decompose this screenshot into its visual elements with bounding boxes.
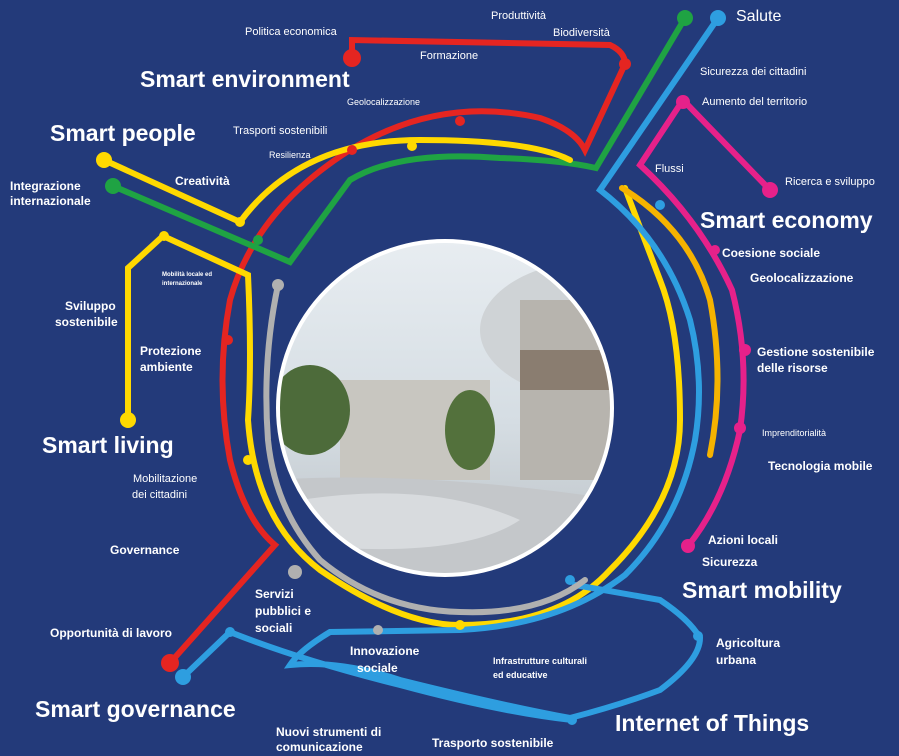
station-imprenditorialita: Imprenditorialità — [762, 428, 827, 438]
station-agricoltura-2: urbana — [716, 653, 757, 667]
station-salute: Salute — [736, 8, 782, 25]
station-protezione-2: ambiente — [140, 360, 193, 374]
orange-line — [619, 185, 721, 458]
station-ricerca-sviluppo: Ricerca e sviluppo — [785, 176, 875, 188]
station-creativita: Creatività — [175, 174, 230, 188]
blue-line — [180, 15, 721, 723]
station-mobilita-2: internazionale — [162, 281, 203, 287]
station-integrazione-1: Integrazione — [10, 179, 81, 193]
station-integrazione-2: internazionale — [10, 194, 91, 208]
heading-smart-living: Smart living — [42, 432, 174, 458]
station-opportunita-lavoro: Opportunità di lavoro — [50, 626, 172, 640]
station-sviluppo-2: sostenibile — [55, 315, 118, 329]
station-servizi-1: Servizi — [255, 587, 294, 601]
station-infrastrutture-2: ed educative — [493, 670, 548, 680]
station-innovazione-1: Innovazione — [350, 644, 420, 658]
station-governance: Governance — [110, 543, 180, 557]
station-gestione-1: Gestione sostenibile — [757, 345, 875, 359]
station-geolocalizzazione-right: Geolocalizzazione — [750, 271, 854, 285]
photo-ring — [276, 239, 614, 577]
heading-smart-governance: Smart governance — [35, 696, 236, 722]
station-aumento-territorio: Aumento del territorio — [702, 96, 808, 108]
heading-smart-environment: Smart environment — [140, 66, 350, 92]
heading-smart-mobility: Smart mobility — [682, 577, 842, 603]
station-sviluppo-1: Sviluppo — [65, 299, 116, 313]
station-mobilita-1: Mobilità locale ed — [162, 272, 213, 278]
station-servizi-3: sociali — [255, 621, 293, 635]
station-flussi: Flussi — [655, 163, 684, 175]
station-sicurezza: Sicurezza — [702, 555, 758, 569]
station-trasporto-sostenibile: Trasporto sostenibile — [432, 736, 554, 750]
heading-internet-of-things: Internet of Things — [615, 710, 810, 736]
red-line — [167, 36, 629, 666]
station-geolocalizzazione-top: Geolocalizzazione — [347, 97, 421, 107]
station-resilienza: Resilienza — [269, 150, 311, 160]
station-sicurezza-cittadini: Sicurezza dei cittadini — [700, 66, 807, 78]
station-mobilitazione-1: Mobilitazione — [133, 473, 198, 485]
station-nuovi-strumenti-1: Nuovi strumenti di — [276, 725, 382, 739]
station-formazione: Formazione — [420, 50, 479, 62]
heading-smart-economy: Smart economy — [700, 207, 873, 233]
station-politica-economica: Politica economica — [245, 26, 337, 38]
green-line — [110, 15, 688, 266]
station-dots — [96, 10, 778, 725]
station-innovazione-2: sociale — [357, 661, 398, 675]
heading-smart-people: Smart people — [50, 120, 196, 146]
station-azioni-locali: Azioni locali — [708, 533, 779, 547]
station-protezione-1: Protezione — [140, 344, 202, 358]
gray-line — [263, 282, 588, 616]
station-biodiversita: Biodiversità — [553, 27, 610, 39]
station-agricoltura-1: Agricoltura — [716, 636, 781, 650]
station-produttivita: Produttività — [491, 10, 547, 22]
station-gestione-2: delle risorse — [757, 361, 828, 375]
station-nuovi-strumenti-2: comunicazione — [276, 740, 363, 754]
station-servizi-2: pubblici e — [255, 604, 312, 618]
station-coesione-sociale: Coesione sociale — [722, 246, 821, 260]
station-tecnologia-mobile: Tecnologia mobile — [768, 459, 873, 473]
station-mobilitazione-2: dei cittadini — [132, 489, 188, 501]
station-infrastrutture-1: Infrastrutture culturali — [493, 656, 588, 666]
station-trasporti-sostenibili: Trasporti sostenibili — [233, 125, 328, 137]
